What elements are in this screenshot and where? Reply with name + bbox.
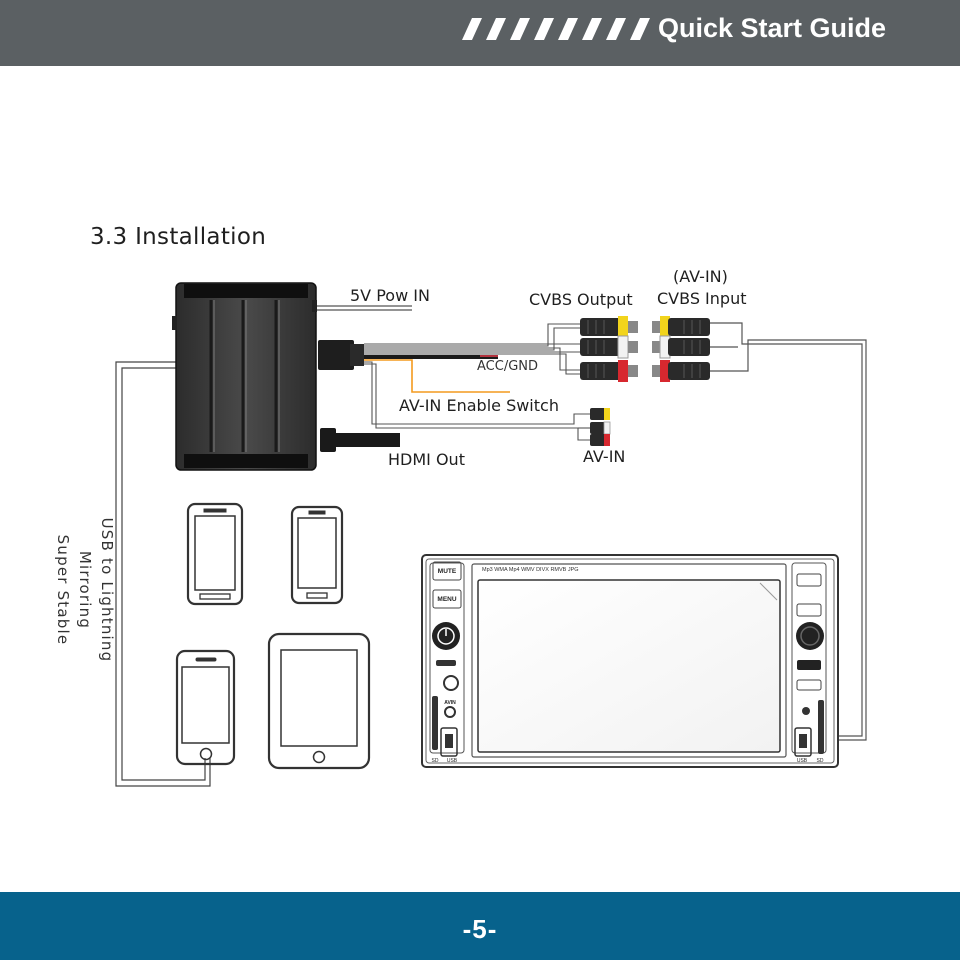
avin-port-label: AVIN: [444, 700, 456, 706]
pow-in-label: 5V Pow IN: [350, 286, 430, 305]
usb-lightning-line1: USB to Lightning Mirroring: [76, 517, 116, 663]
usb-lightning-caption: USB to Lightning Mirroring Super Stable: [54, 480, 118, 700]
av-in-paren-label: (AV-IN): [673, 267, 728, 286]
av-in-switch-label: AV-IN Enable Switch: [399, 396, 559, 415]
header-stripes-decoration: [462, 18, 650, 40]
rca-cvbs-input: [652, 316, 710, 382]
usb-lightning-line2: Super Stable: [54, 534, 72, 646]
android-phone-2: [290, 505, 344, 605]
media-formats-label: Mp3 WMA Mp4 WMV DIVX RMVB JPG: [482, 567, 579, 573]
cvbs-input-label: CVBS Input: [657, 289, 747, 308]
usb-port-label-left: USB: [447, 758, 458, 764]
av-in-connectors: [590, 408, 611, 446]
header-bar: Quick Start Guide: [0, 0, 960, 66]
iphone: [175, 649, 236, 766]
usb-port-label-right: USB: [797, 758, 808, 764]
pow-in-cable: [315, 305, 412, 311]
mute-button-label: MUTE: [438, 568, 457, 575]
hdmi-cable: [320, 428, 400, 452]
page-number: -5-: [462, 914, 498, 944]
sd-slot-label-right: SD: [817, 758, 824, 764]
av-output-cable: [710, 322, 867, 741]
footer-bar: -5-: [0, 892, 960, 960]
av-in-switch-wire: [364, 361, 590, 441]
usb-lightning-cable: [115, 361, 211, 787]
ipad: [267, 632, 371, 770]
section-title: 3.3 Installation: [90, 224, 267, 250]
av-in-label: AV-IN: [583, 447, 626, 466]
car-head-unit: MUTE MENU Mp3 WMA Mp4 WMV DIVX RMVB JPG …: [421, 554, 839, 768]
rca-cvbs-output: [580, 316, 638, 382]
header-title: Quick Start Guide: [658, 13, 887, 43]
menu-button-label: MENU: [437, 596, 456, 603]
hdmi-out-label: HDMI Out: [388, 450, 465, 469]
main-harness: [318, 323, 580, 393]
android-phone-1: [186, 502, 244, 606]
acc-gnd-label: ACC/GND: [477, 359, 539, 374]
cvbs-output-label: CVBS Output: [529, 290, 633, 309]
adapter-box: [172, 282, 317, 471]
sd-slot-label-left: SD: [432, 758, 439, 764]
installation-diagram: MUTE MENU Mp3 WMA Mp4 WMV DIVX RMVB JPG …: [115, 282, 867, 787]
